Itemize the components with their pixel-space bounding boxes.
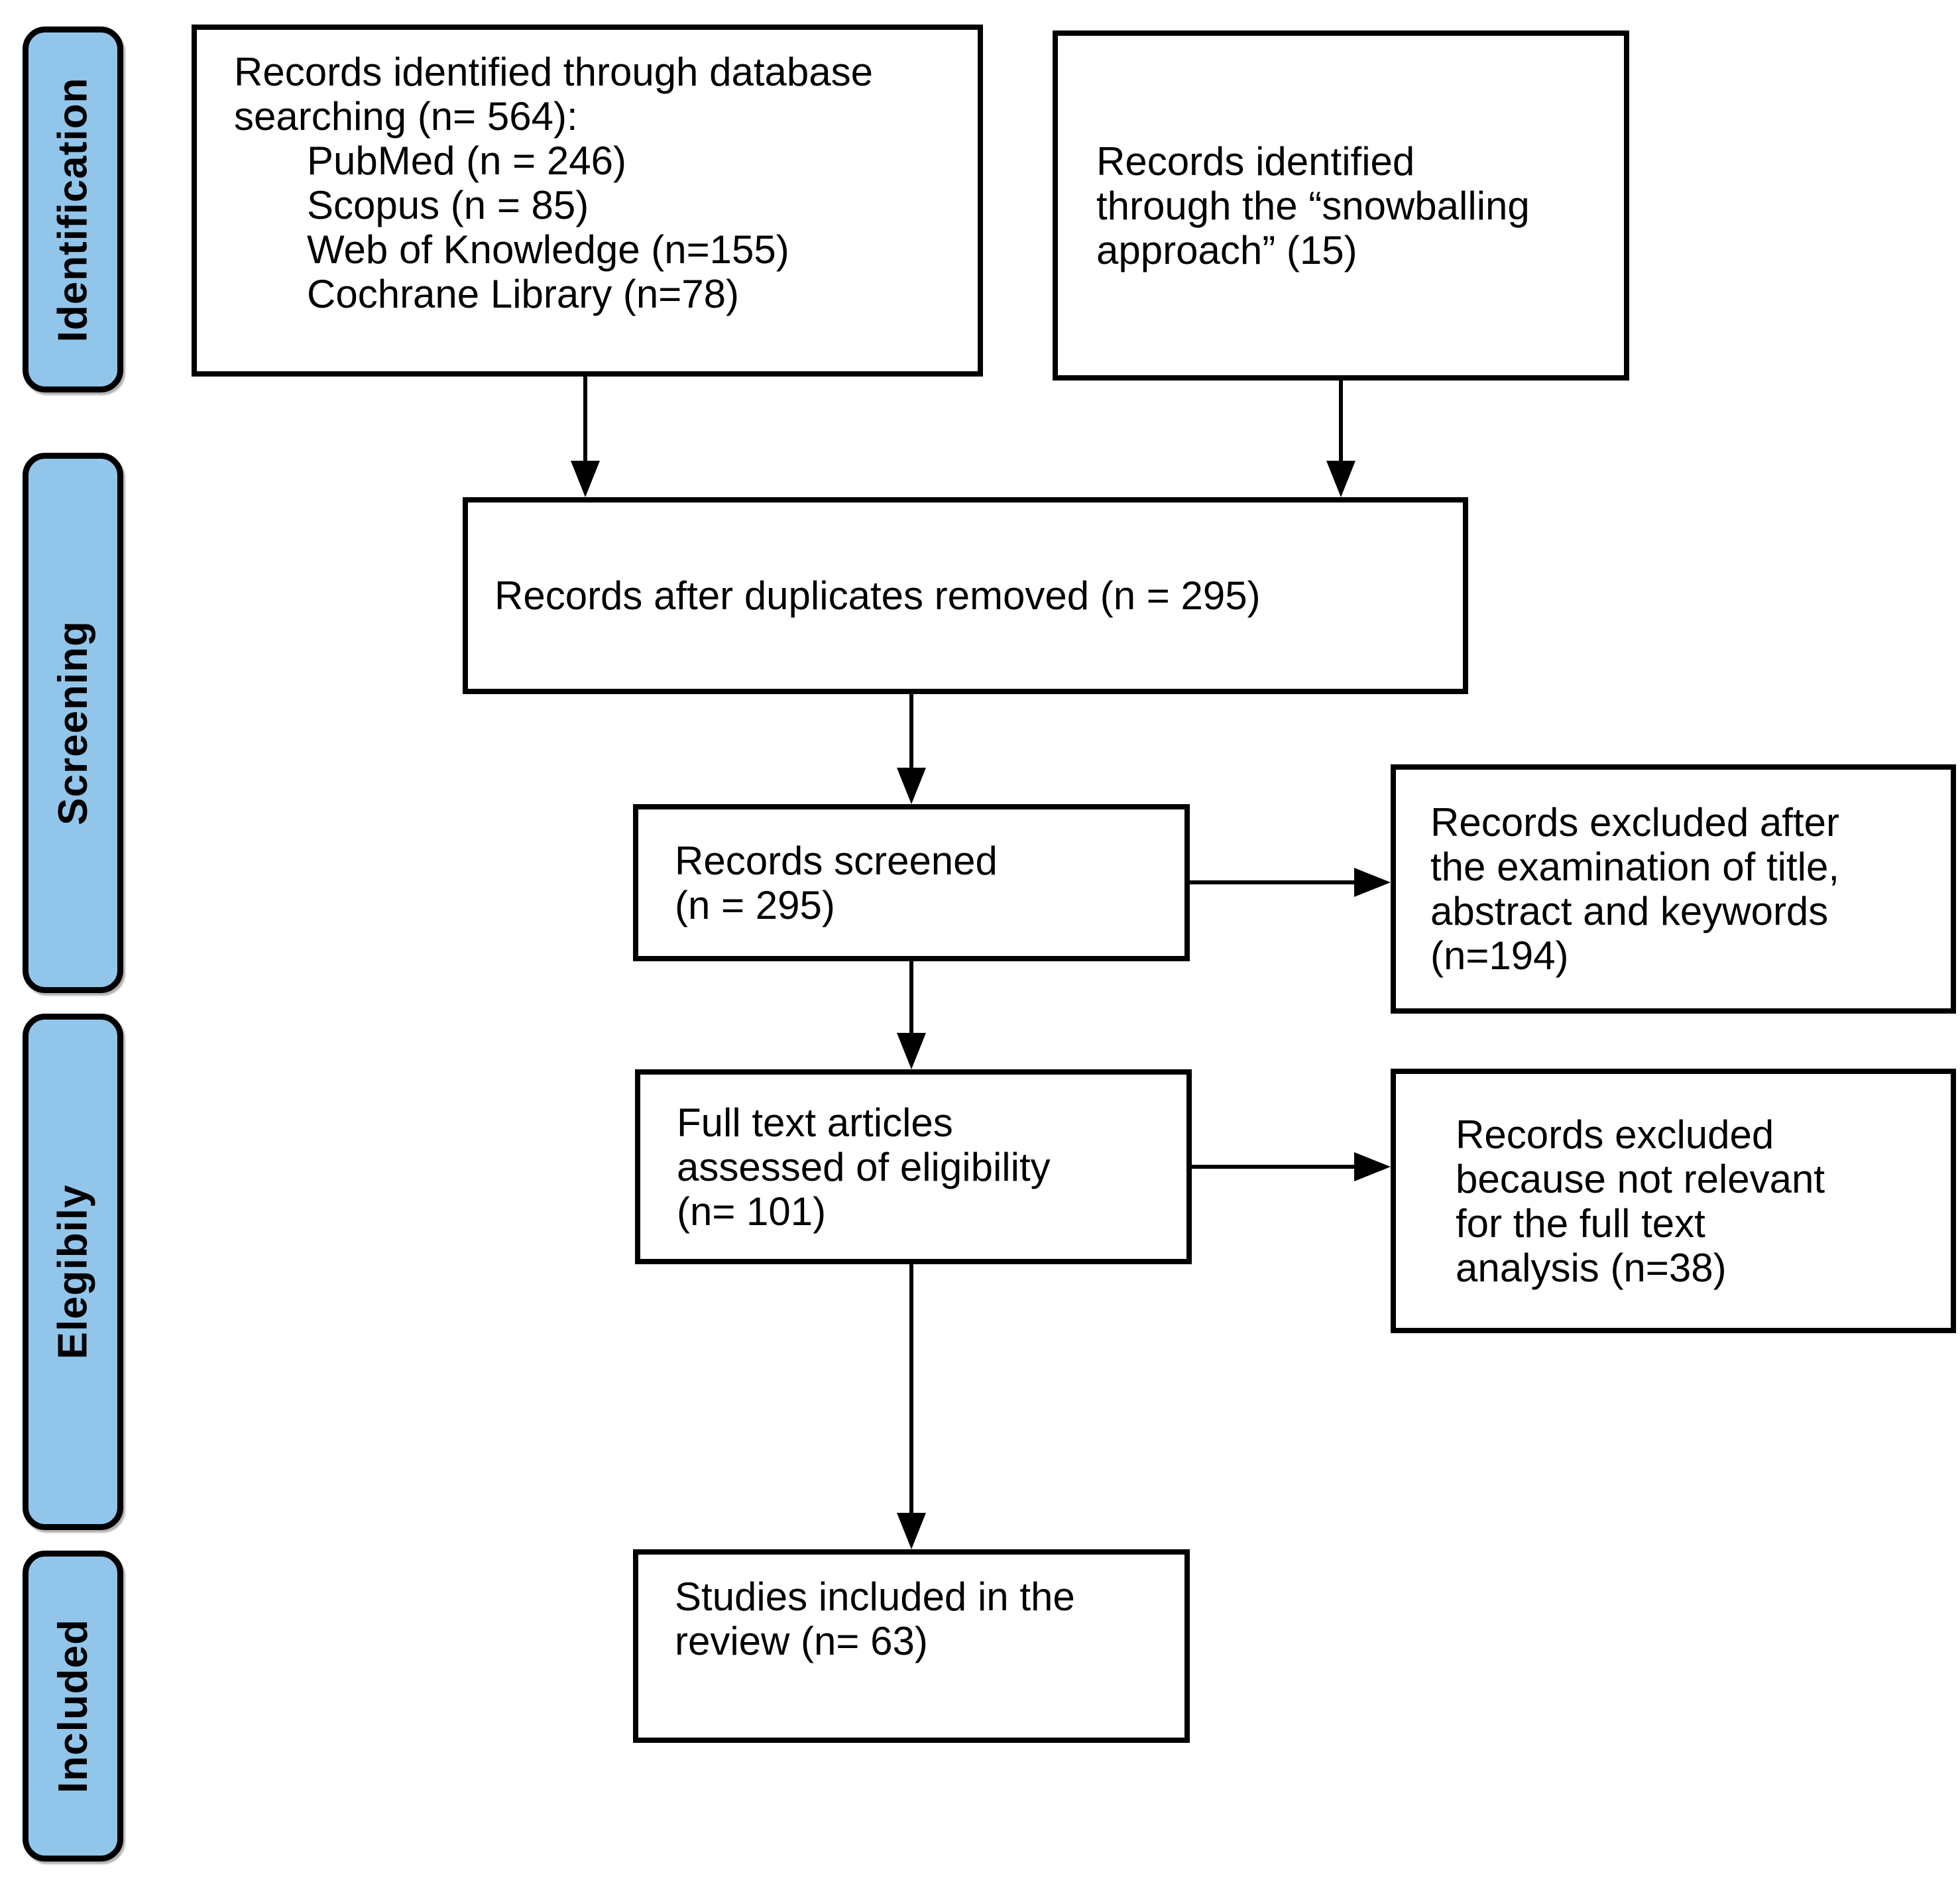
arrowhead-down-icon [1326,461,1355,497]
text-line: Records screened [675,838,998,883]
arrowhead-right-icon [1354,868,1391,897]
text-line: through the “snowballing [1096,183,1530,228]
text-line: Records excluded after [1430,800,1839,845]
stage-label-eligibility: Elegibily [23,1014,123,1530]
box-duplicates-removed: Records after duplicates removed (n = 29… [463,497,1468,694]
box-studies-included: Studies included in the review (n= 63) [633,1549,1190,1743]
arrow-line [1339,381,1343,461]
text-line: Full text articles [677,1100,953,1145]
text-line: Web of Knowledge (n=155) [307,227,789,272]
box-records-screened: Records screened (n = 295) [633,804,1190,961]
text-line: Records excluded [1456,1112,1774,1157]
stage-label-eligibility-text: Elegibily [50,1184,96,1360]
text-line: Scopus (n = 85) [307,183,589,227]
stage-label-included: Included [23,1551,123,1862]
arrowhead-down-icon [897,1513,926,1549]
arrowhead-down-icon [897,1033,926,1069]
box-excluded-full-text: Records excluded because not relevant fo… [1391,1069,1956,1333]
text-line: (n = 295) [675,882,835,927]
text-line: Records after duplicates removed (n = 29… [494,573,1261,618]
box-database-search: Records identified through database sear… [192,25,983,377]
arrowhead-down-icon [571,461,600,497]
arrow-line [909,961,913,1033]
arrow-line [583,377,587,461]
stage-label-identification: Identification [23,27,123,392]
text-line: abstract and keywords [1430,889,1829,933]
arrow-line [909,694,913,768]
text-line: Records identified through database [234,50,873,94]
text-line: approach” (15) [1096,227,1357,272]
stage-label-included-text: Included [50,1619,96,1793]
stage-label-identification-text: Identification [50,77,96,342]
box-excluded-screening: Records excluded after the examination o… [1391,764,1956,1014]
text-line: assessed of eligibility [677,1144,1051,1189]
text-line: Studies included in the [675,1574,1075,1619]
arrowhead-down-icon [897,768,926,804]
text-line: (n=194) [1430,933,1569,978]
arrow-line [909,1264,913,1513]
text-line: PubMed (n = 246) [307,139,626,183]
stage-label-screening: Screening [23,453,123,993]
text-line: review (n= 63) [675,1619,928,1663]
text-line: because not relevant [1456,1156,1825,1201]
text-line: searching (n= 564): [234,94,578,139]
text-line: the examination of title, [1430,845,1840,889]
arrow-line [1192,1165,1354,1169]
arrow-line [1189,880,1354,884]
stage-label-screening-text: Screening [50,621,96,825]
text-line: Cochrane Library (n=78) [307,272,740,316]
text-line: analysis (n=38) [1456,1245,1727,1290]
box-snowballing: Records identified through the “snowball… [1053,30,1629,381]
box-full-text-assessed: Full text articles assessed of eligibili… [635,1069,1192,1264]
text-line: (n= 101) [677,1189,827,1234]
text-line: Records identified [1096,139,1415,184]
arrowhead-right-icon [1354,1152,1391,1181]
text-line: for the full text [1456,1201,1705,1246]
